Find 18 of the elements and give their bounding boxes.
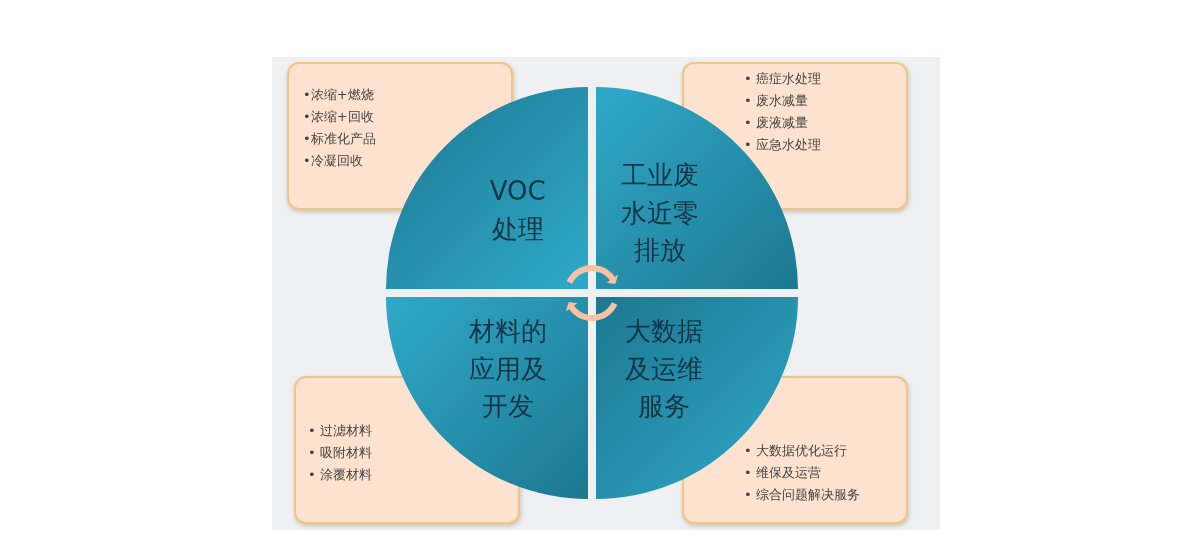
bullet-item: • 癌症水处理 — [744, 70, 821, 88]
bullet-item: • 过滤材料 — [308, 422, 372, 440]
bullet-item: • 应急水处理 — [744, 136, 821, 154]
bullet-item: • 大数据优化运行 — [744, 442, 848, 460]
bullet-item: • 综合问题解决服务 — [744, 486, 860, 504]
bullet-item: • 废水减量 — [744, 92, 809, 110]
bullet-item: •冷凝回收 — [303, 152, 364, 170]
quadrant-title: 工业废水近零排放 — [620, 159, 700, 268]
quadrant-title: VOC处理 — [488, 175, 547, 246]
quadrant-title: 材料的应用及开发 — [468, 315, 548, 424]
bullet-item: • 吸附材料 — [308, 444, 372, 462]
bullet-item: • 涂覆材料 — [308, 466, 372, 484]
bullet-item: •浓缩+燃烧 — [303, 86, 375, 104]
quadrant-title: 大数据及运维服务 — [624, 315, 704, 424]
bullet-item: • 维保及运营 — [744, 464, 822, 482]
bullet-item: • 废液减量 — [744, 114, 809, 132]
bullet-item: •浓缩+回收 — [303, 108, 375, 126]
bullet-item: •标准化产品 — [303, 130, 376, 148]
